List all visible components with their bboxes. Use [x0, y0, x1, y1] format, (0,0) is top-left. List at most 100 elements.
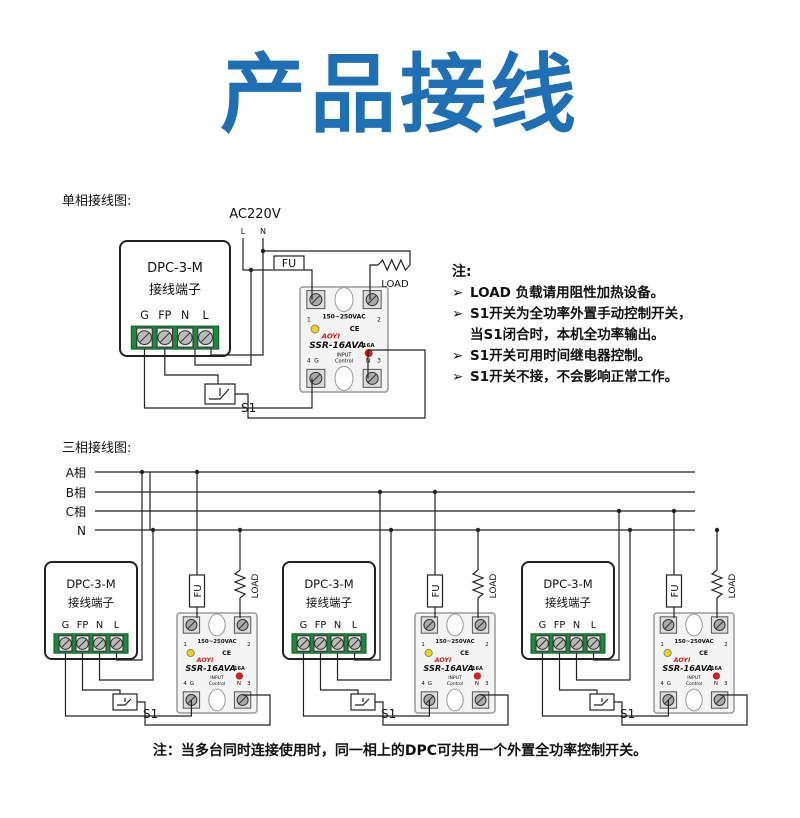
ssr-terminal-1: 1	[421, 642, 424, 648]
ssr-terminal-3: 3	[377, 358, 381, 365]
load-label: LOAD	[381, 279, 409, 290]
wire	[375, 694, 509, 726]
led-icon	[473, 672, 482, 680]
screw-slot-icon	[238, 621, 247, 629]
ac220v-label: AC220V	[229, 207, 281, 222]
dpc-terminal-label: 接线端子	[545, 596, 591, 610]
screw-slot-icon	[112, 639, 121, 648]
mount-hole	[685, 613, 703, 637]
screw-slot-icon	[367, 295, 377, 304]
fuse-label: FU	[193, 584, 204, 597]
switch-icon	[209, 388, 230, 400]
ssr-voltage: 150~250VAC	[197, 639, 236, 645]
phase-label-3: N	[77, 524, 86, 538]
mount-hole	[208, 613, 226, 637]
ssr-terminal-2: 2	[247, 642, 250, 648]
dpc-terminal-l: L	[114, 620, 120, 631]
wire	[235, 349, 426, 419]
load-resistor	[471, 569, 485, 599]
wire	[115, 472, 143, 661]
ssr-voltage: 150~250VAC	[322, 314, 366, 321]
led-icon	[424, 648, 433, 658]
ssr-input-label: INPUT	[337, 352, 353, 358]
ssr-terminal-g: G	[314, 358, 319, 365]
ssr-terminal-g: G	[190, 681, 194, 687]
arrow-icon: ➢	[452, 306, 464, 322]
junction-dot	[616, 508, 622, 514]
ssr-terminal-3: 3	[485, 681, 489, 687]
led-icon	[364, 349, 373, 358]
ssr-body	[176, 612, 258, 714]
wire	[304, 269, 313, 300]
switch-label: S1	[620, 707, 635, 721]
junction-dot	[150, 527, 156, 533]
switch-icon	[355, 698, 370, 706]
brand-logo: AOYI	[434, 657, 452, 664]
wire	[98, 530, 154, 681]
ssr-control-label: Control	[447, 681, 463, 687]
screw-slot-icon	[350, 639, 359, 648]
dpc-terminal-label: 接线端子	[306, 596, 352, 610]
load-resistor	[233, 569, 247, 599]
wire	[592, 511, 620, 661]
three-phase-heading: 三相接线图:	[62, 441, 132, 456]
mount-hole	[334, 287, 354, 313]
ce-mark: CE	[222, 650, 231, 657]
dpc-name: DPC-3-M	[304, 577, 353, 591]
screw-slot-icon	[78, 639, 87, 648]
mount-hole	[446, 688, 464, 712]
ssr-terminal-2: 2	[377, 317, 381, 324]
ssr-model: SSR-16AVA	[185, 663, 235, 673]
led-icon	[235, 672, 244, 680]
screw-slot-icon	[200, 332, 211, 343]
note-item-continuation: 当S1闭合时，本机全功率输出。	[470, 327, 665, 343]
dpc-terminal-n: N	[573, 620, 580, 631]
dpc-terminal-label: 接线端子	[68, 596, 114, 610]
screw-slot-icon	[238, 696, 247, 704]
junction-dot	[388, 527, 394, 533]
fuse-label: FU	[670, 584, 681, 597]
note-item: ➢LOAD 负载请用阻性加热设备。	[452, 283, 692, 304]
ssr-terminal-n: N	[714, 681, 718, 687]
wire	[137, 694, 271, 726]
ssr-body	[299, 286, 389, 393]
wire	[143, 349, 313, 409]
ssr-model: SSR-16AVA	[423, 663, 473, 673]
ssr-body	[414, 612, 496, 714]
screw-slot-icon	[61, 639, 70, 648]
screw-slot-icon	[538, 639, 547, 648]
mount-hole	[334, 365, 354, 391]
dpc-terminal-g: G	[539, 620, 547, 631]
terminal-block	[291, 633, 367, 654]
screw-slot-icon	[664, 621, 673, 629]
load-resistor	[710, 569, 724, 599]
ssr-terminal-g: G	[667, 681, 671, 687]
junction-dot	[714, 527, 720, 533]
load-label: LOAD	[489, 574, 499, 599]
ssr-amp: 16A	[363, 343, 376, 349]
junction-dot	[248, 267, 254, 273]
ssr-terminal-n: N	[237, 681, 241, 687]
ssr-terminal-3: 3	[724, 681, 728, 687]
line-l-label: L	[241, 227, 246, 236]
led-icon	[712, 672, 721, 680]
arrow-icon: ➢	[452, 348, 464, 364]
wire	[164, 349, 219, 384]
wire	[369, 264, 378, 300]
dpc-name: DPC-3-M	[66, 577, 115, 591]
mount-hole	[446, 613, 464, 637]
dpc-terminal-fp: FP	[158, 309, 171, 322]
dpc-terminal-l: L	[591, 620, 597, 631]
load-resistor	[377, 258, 411, 272]
screw-slot-icon	[476, 696, 485, 704]
dpc-terminal-n: N	[334, 620, 341, 631]
fuse-label: FU	[431, 584, 442, 597]
